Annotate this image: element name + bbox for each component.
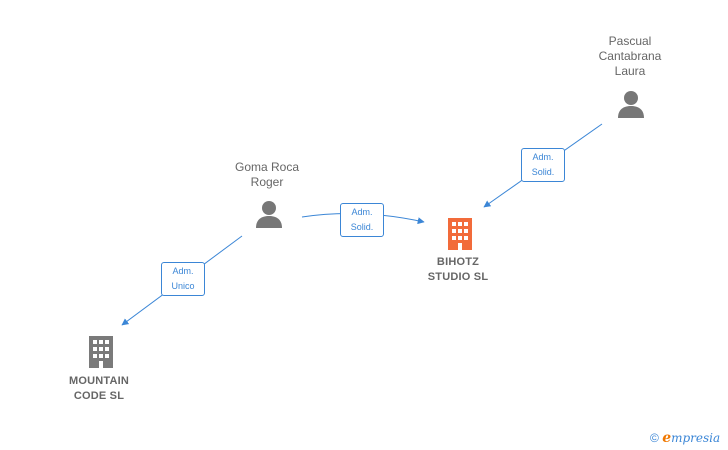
edge-label-line: Unico: [171, 281, 195, 291]
company-name-line: CODE SL: [73, 390, 125, 402]
company-name-line: STUDIO SL: [427, 271, 489, 283]
copyright-icon: ©: [650, 431, 659, 445]
person-icon[interactable]: [616, 89, 646, 119]
brand-logo-initial: e: [662, 430, 672, 446]
building-icon[interactable]: [86, 334, 116, 368]
company-name-line: BIHOTZ: [436, 256, 480, 268]
company-name-mountain[interactable]: MOUNTAIN CODE SL: [49, 374, 149, 404]
building-icon[interactable]: [445, 216, 475, 250]
person-name-pascual[interactable]: Pascual Cantabrana Laura: [580, 34, 680, 79]
edge-label-line: Adm.: [172, 266, 194, 276]
person-icon[interactable]: [254, 199, 284, 229]
person-name-line: Roger: [250, 175, 284, 189]
company-name-line: MOUNTAIN: [68, 375, 130, 387]
edge-label-line: Solid.: [531, 167, 555, 177]
brand-logo-text: mpresia: [671, 431, 721, 445]
edge-label-goma-bihotz[interactable]: Adm. Solid.: [340, 203, 384, 237]
edge-label-line: Solid.: [350, 222, 374, 232]
person-name-line: Laura: [614, 64, 646, 78]
edge-label-goma-mountain[interactable]: Adm. Unico: [161, 262, 205, 296]
edge-label-line: Adm.: [532, 152, 554, 162]
person-name-line: Pascual: [608, 34, 652, 48]
edge-label-line: Adm.: [351, 207, 373, 217]
person-name-line: Cantabrana: [598, 49, 662, 63]
brand-footer: © empresia: [650, 430, 720, 446]
person-name-goma[interactable]: Goma Roca Roger: [217, 160, 317, 190]
edge-label-pascual-bihotz[interactable]: Adm. Solid.: [521, 148, 565, 182]
company-name-bihotz[interactable]: BIHOTZ STUDIO SL: [408, 255, 508, 285]
person-name-line: Goma Roca: [234, 160, 300, 174]
